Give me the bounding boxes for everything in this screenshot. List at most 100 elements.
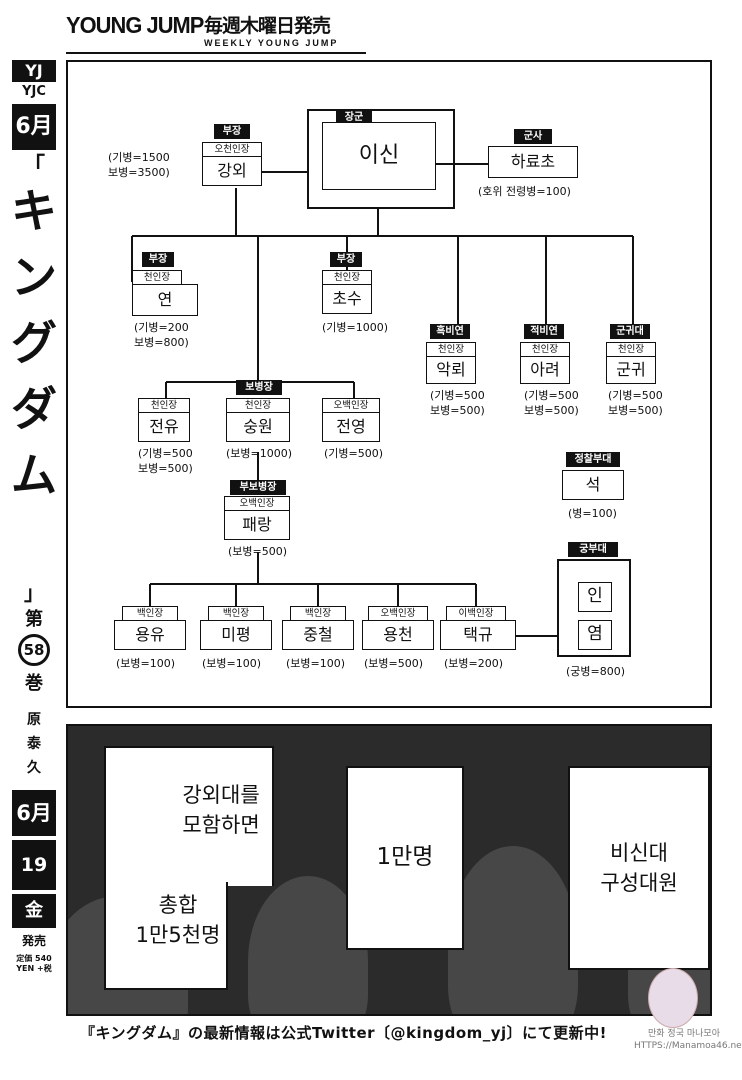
yeon-note: (기병=200 보병=800) — [134, 321, 189, 349]
chosu-name: 초수 — [322, 284, 372, 314]
archers-tag: 궁부대 — [568, 542, 618, 557]
bracket-close: 」 — [24, 581, 44, 605]
yongcheon-name: 용천 — [362, 620, 434, 650]
chosu-note: (기병=1000) — [322, 321, 389, 334]
bubble1-line2: 모함하면 — [182, 813, 260, 837]
jeonyu-note: (기병=500 보병=500) — [138, 447, 193, 475]
publication-day: 毎週木曜日発売 — [204, 15, 331, 37]
akro-tag: 흑비연 — [430, 324, 470, 339]
parang-rank: 오백인장 — [224, 496, 290, 510]
yjc-logo: YJC — [22, 84, 46, 99]
speech-bubble-2: 1만명 — [346, 766, 464, 950]
yongyu-note: (보병=100) — [116, 657, 176, 670]
bubble1-text: 강외대를 모함하면 — [166, 780, 276, 840]
author-char-3: 久 — [27, 760, 41, 776]
arae-tag: 적비연 — [524, 324, 564, 339]
archer-yeom-name: 염 — [578, 620, 612, 650]
watermark-line2: HTTPS://Manamoa46.net — [634, 1041, 742, 1051]
sungwon-name: 숭원 — [226, 412, 290, 442]
arae-name: 아려 — [520, 356, 570, 384]
gunsa-name: 하료초 — [488, 146, 578, 178]
volume-suffix: 巻 — [25, 673, 43, 694]
jeonyu-name: 전유 — [138, 412, 190, 442]
month-label: 6月刊 — [12, 104, 56, 185]
jungcheol-name: 중철 — [282, 620, 354, 650]
yongcheon-rank: 오백인장 — [368, 606, 428, 620]
bubble1b-line1: 총합 — [158, 893, 198, 917]
yongyu-name: 용유 — [114, 620, 186, 650]
akro-rank: 천인장 — [426, 342, 476, 356]
seok-name: 석 — [562, 470, 624, 500]
kingdom-char-1: キ — [11, 184, 57, 238]
header-rule — [66, 52, 366, 54]
gungwi-note: (기병=500 보병=500) — [608, 389, 663, 417]
mipyeong-rank: 백인장 — [208, 606, 264, 620]
gungwi-name: 군귀 — [606, 356, 656, 384]
release-weekday: 金 — [12, 894, 56, 928]
chosu-rank: 천인장 — [322, 270, 372, 284]
parang-name: 패랑 — [224, 510, 290, 540]
bubble1b-line2: 1만5천명 — [135, 923, 221, 947]
bubble1-line1: 강외대를 — [182, 783, 260, 807]
gaiwai-rank: 오천인장 — [202, 142, 262, 156]
author-char-1: 原 — [27, 712, 41, 728]
jeonyoung-name: 전영 — [322, 412, 380, 442]
kingdom-char-4: ダ — [11, 382, 57, 436]
magazine-title: YOUNG JUMP — [66, 12, 204, 38]
seok-tag: 정찰부대 — [566, 452, 620, 467]
sungwon-note: (보병=1000) — [226, 447, 293, 460]
general-name: 이신 — [322, 122, 436, 190]
chosu-tag: 부장 — [330, 252, 362, 267]
kingdom-char-2: ン — [11, 250, 57, 304]
arae-note: (기병=500 보병=500) — [524, 389, 579, 417]
akro-note: (기병=500 보병=500) — [430, 389, 485, 417]
speech-bubble-1-top — [104, 746, 274, 886]
sungwon-rank: 천인장 — [226, 398, 290, 412]
sungwon-tag: 보병장 — [236, 380, 282, 395]
bubble1b-text: 총합 1만5천명 — [128, 890, 228, 950]
flame-bg-3 — [448, 846, 578, 1014]
gaiwai-tag: 부장 — [214, 124, 250, 139]
akro-name: 악뢰 — [426, 356, 476, 384]
jeonyoung-note: (기병=500) — [324, 447, 384, 460]
taekgyu-rank: 이백인장 — [446, 606, 506, 620]
general-outer-frame — [307, 109, 455, 209]
price-label: 定価 540 YEN +税 — [16, 954, 52, 973]
release-word: 発売 — [21, 934, 46, 948]
mipyeong-note: (보병=100) — [202, 657, 262, 670]
weekly-label: WEEKLY YOUNG JUMP — [204, 38, 339, 48]
mipyeong-name: 미평 — [200, 620, 272, 650]
archers-note: (궁병=800) — [566, 665, 626, 678]
jeonyu-rank: 천인장 — [138, 398, 190, 412]
yongcheon-note: (보병=500) — [364, 657, 424, 670]
org-chart-panel: 장군 이신 군사 하료초 (호위 전령병=100) 부장 오천인장 강외 (기병… — [66, 60, 712, 708]
kingdom-char-3: グ — [11, 316, 57, 370]
watermark: 만화 정국 마나모아 HTTPS://Manamoa46.net — [634, 1028, 742, 1052]
jungcheol-rank: 백인장 — [290, 606, 346, 620]
parang-tag: 부보병장 — [230, 480, 286, 495]
bracket-open: 「 — [22, 154, 45, 179]
author-char-2: 泰 — [27, 736, 41, 752]
general-tag: 장군 — [336, 110, 372, 125]
arae-rank: 천인장 — [520, 342, 570, 356]
archers-frame — [557, 559, 631, 657]
archer-in-name: 인 — [578, 582, 612, 612]
yeon-name: 연 — [132, 284, 198, 316]
release-day: 19日 — [12, 840, 56, 926]
taekgyu-note: (보병=200) — [444, 657, 504, 670]
parang-note: (보병=500) — [228, 545, 288, 558]
volume-ad-strip: YJ YJC 6月刊 「 キ ン グ ダ ム 」 第 58 巻 原 泰 久 6月… — [0, 60, 62, 1030]
jungcheol-note: (보병=100) — [286, 657, 346, 670]
yeon-rank: 천인장 — [132, 270, 182, 284]
volume-number: 58 — [18, 634, 50, 666]
taekgyu-name: 택규 — [440, 620, 516, 650]
volume-number-badge: 58 — [12, 634, 56, 668]
kingdom-char-5: ム — [11, 448, 57, 502]
gungwi-tag: 군귀대 — [610, 324, 650, 339]
gunsa-note: (호위 전령병=100) — [478, 185, 571, 198]
yongyu-rank: 백인장 — [122, 606, 178, 620]
footer-twitter-notice: 『キングダム』の最新情報は公式Twitter〔@kingdom_yj〕にて更新中… — [80, 1024, 608, 1042]
watermark-line1: 만화 정국 마나모아 — [648, 1029, 720, 1039]
gunsa-tag: 군사 — [514, 129, 552, 144]
watermark-mascot-icon — [648, 968, 698, 1028]
